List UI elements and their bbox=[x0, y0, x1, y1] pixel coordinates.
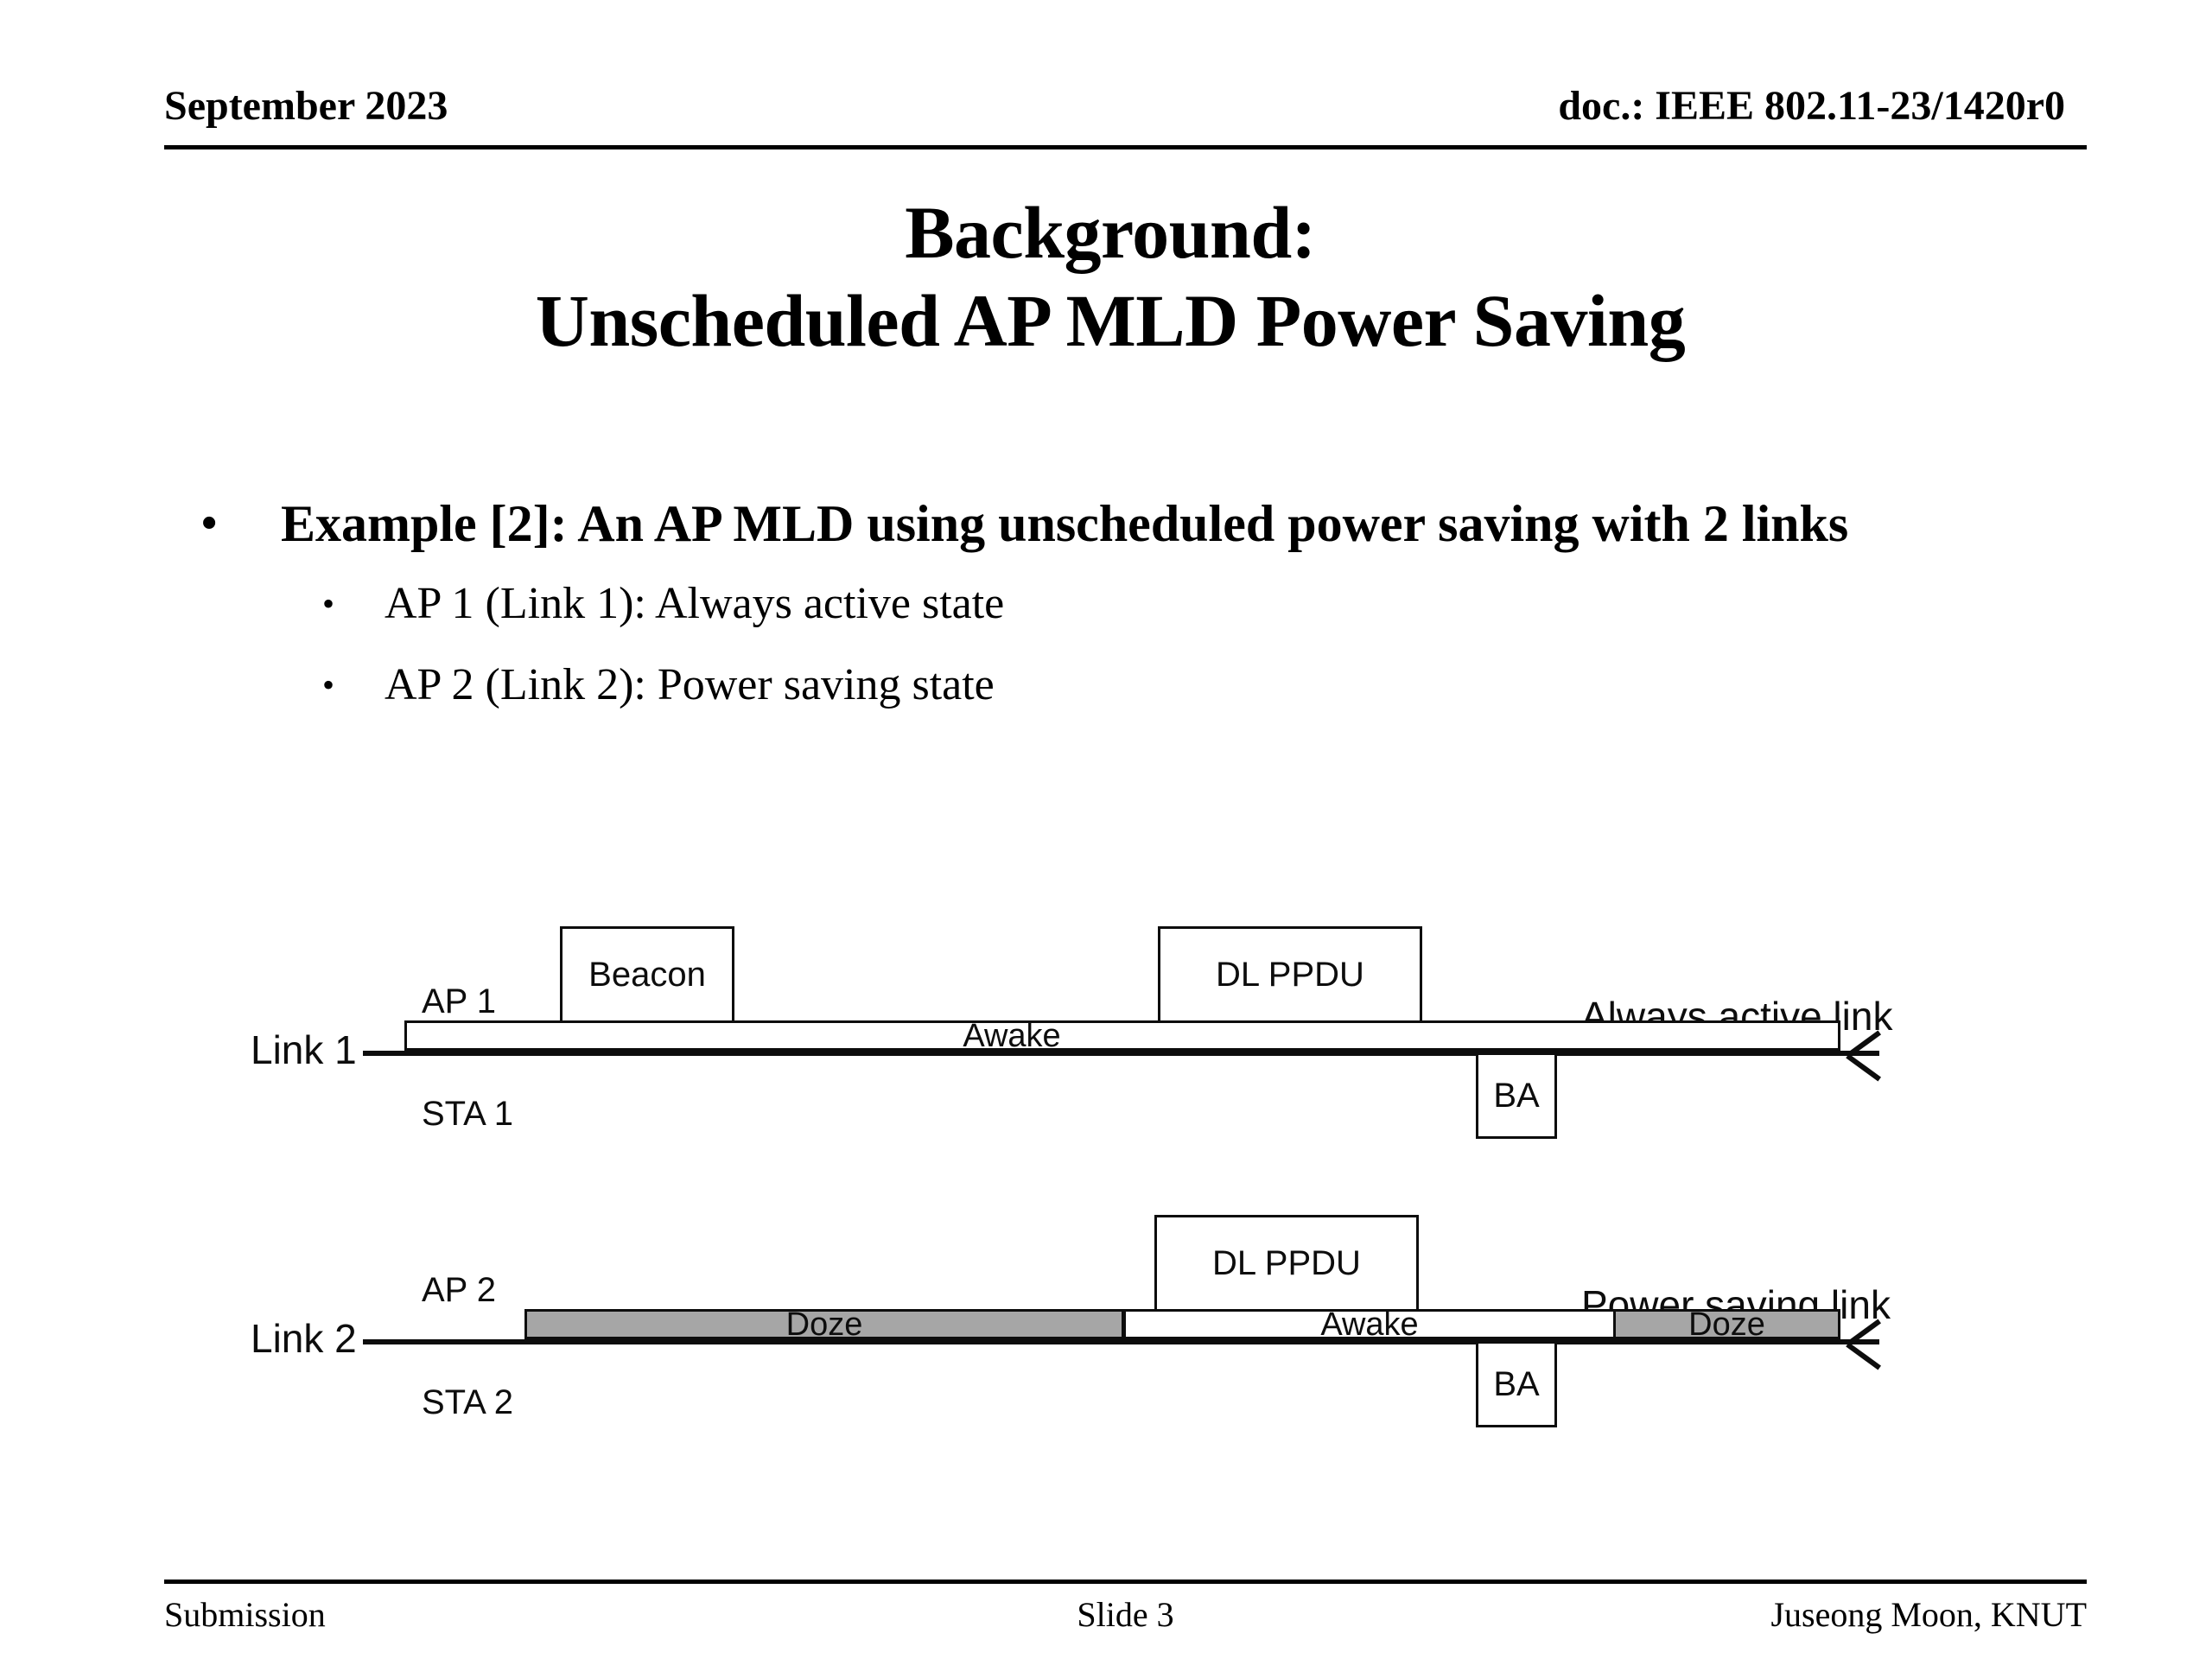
link2-frame-dl-ppdu: DL PPDU bbox=[1154, 1215, 1419, 1312]
link1-ap-label: AP 1 bbox=[422, 982, 496, 1020]
link1-frame-dl-ppdu: DL PPDU bbox=[1158, 926, 1422, 1023]
link1-frame-ba: BA bbox=[1476, 1052, 1557, 1139]
link2-frame-ba: BA bbox=[1476, 1341, 1557, 1427]
timing-diagram: Link 1 AP 1 STA 1 Always active link Awa… bbox=[0, 907, 2212, 1495]
bullet-level1-example: • Example [2]: An AP MLD using unschedul… bbox=[186, 493, 2009, 555]
link1-frame-beacon: Beacon bbox=[560, 926, 734, 1023]
header-document-id: doc.: IEEE 802.11-23/1420r0 bbox=[1558, 83, 2065, 129]
link2-time-axis bbox=[363, 1339, 1879, 1344]
bullet-glyph-icon: • bbox=[201, 499, 218, 548]
bullet-level2-ap1: • AP 1 (Link 1): Always active state bbox=[289, 572, 2052, 636]
footer-submission: Submission bbox=[164, 1595, 326, 1634]
title-line-2: Unscheduled AP MLD Power Saving bbox=[535, 279, 1686, 362]
link2-state-bar-doze-2-label: Doze bbox=[1688, 1306, 1765, 1343]
bullet-level2-ap2: • AP 2 (Link 2): Power saving state bbox=[289, 653, 2052, 717]
bullet-glyph-icon: • bbox=[322, 665, 335, 704]
link1-frame-beacon-label: Beacon bbox=[588, 956, 706, 994]
footer-slide-number: Slide 3 bbox=[1077, 1595, 1174, 1634]
footer-divider bbox=[164, 1580, 2087, 1584]
link2-frame-dl-ppdu-label: DL PPDU bbox=[1212, 1244, 1361, 1282]
link2-state-bar-awake-label: Awake bbox=[1320, 1306, 1419, 1343]
link2-state-bar-doze-2: Doze bbox=[1613, 1306, 1840, 1343]
header-date: September 2023 bbox=[164, 83, 448, 129]
bullet-level2-text: AP 2 (Link 2): Power saving state bbox=[385, 660, 995, 709]
content-bullets: • Example [2]: An AP MLD using unschedul… bbox=[186, 493, 2052, 717]
link1-axis-label: Link 1 bbox=[251, 1027, 357, 1072]
header-divider bbox=[164, 145, 2087, 149]
link2-frame-ba-label: BA bbox=[1493, 1365, 1540, 1403]
bullet-level1-text: Example [2]: An AP MLD using unscheduled… bbox=[281, 495, 1849, 552]
link2-sta-label: STA 2 bbox=[422, 1383, 513, 1421]
title-line-1: Background: bbox=[905, 191, 1316, 274]
link1-sta-label: STA 1 bbox=[422, 1095, 513, 1133]
link1-frame-dl-ppdu-label: DL PPDU bbox=[1216, 956, 1364, 994]
link2-state-bar-doze-1-label: Doze bbox=[785, 1306, 863, 1343]
link2-state-bar-doze-1: Doze bbox=[524, 1306, 1124, 1343]
link2-axis-label: Link 2 bbox=[251, 1316, 357, 1361]
footer-author: Juseong Moon, KNUT bbox=[1770, 1595, 2087, 1634]
link1-frame-ba-label: BA bbox=[1493, 1077, 1540, 1115]
page-title: Background: Unscheduled AP MLD Power Sav… bbox=[199, 188, 2022, 365]
link2-ap-label: AP 2 bbox=[422, 1271, 496, 1309]
link1-time-axis bbox=[363, 1051, 1879, 1056]
link1-state-bar-awake-label: Awake bbox=[963, 1017, 1061, 1054]
bullet-level2-text: AP 1 (Link 1): Always active state bbox=[385, 579, 1005, 628]
slide-header: September 2023 doc.: IEEE 802.11-23/1420… bbox=[164, 82, 2065, 143]
bullet-glyph-icon: • bbox=[322, 584, 335, 623]
link2-state-bar-awake: Awake bbox=[1123, 1306, 1616, 1343]
link1-state-bar-awake: Awake bbox=[404, 1017, 1840, 1054]
slide-footer: Submission Slide 3 Juseong Moon, KNUT bbox=[164, 1592, 2087, 1644]
